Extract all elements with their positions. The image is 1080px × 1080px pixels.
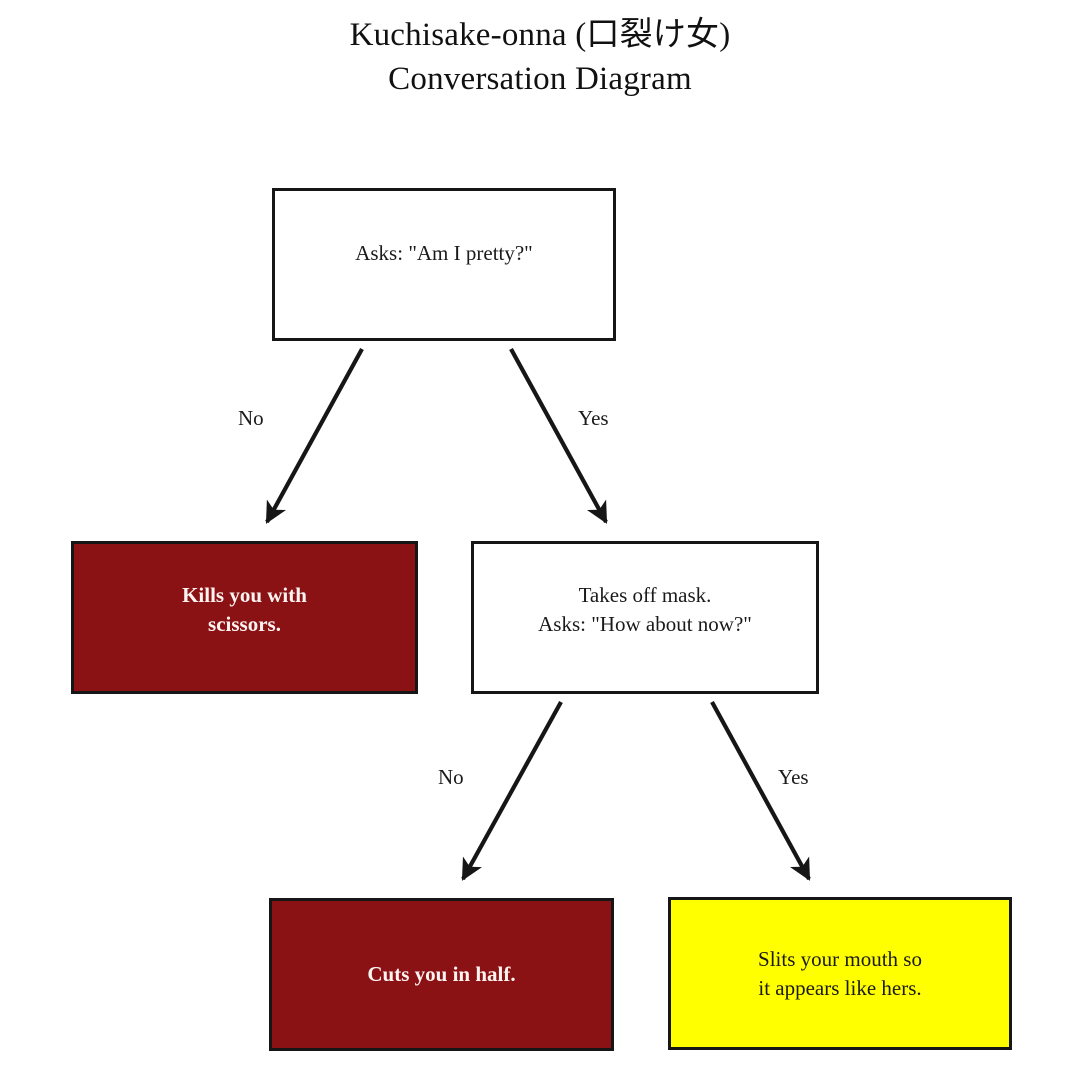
node-takes-off-mask[interactable]: Takes off mask. Asks: "How about now?" — [471, 541, 819, 694]
diagram-title-line-2: Conversation Diagram — [388, 60, 692, 97]
node-kills-you-with-scissors-label: Kills you with scissors. — [182, 583, 307, 636]
edge-q2-no — [461, 700, 563, 881]
node-asks-am-i-pretty-label: Asks: "Am I pretty?" — [355, 241, 533, 266]
node-cuts-you-in-half-label: Cuts you in half. — [367, 962, 516, 987]
diagram-title-line-1: Kuchisake-onna (口裂け女) — [349, 17, 731, 53]
node-slits-your-mouth-label: Slits your mouth so it appears like hers… — [758, 947, 922, 1000]
node-asks-am-i-pretty[interactable]: Asks: "Am I pretty?" — [272, 188, 616, 341]
edge-label-q1-no: No — [238, 406, 264, 430]
edge-q2-yes — [710, 700, 811, 881]
edge-q1-no — [265, 347, 364, 524]
edge-label-q2-no: No — [438, 765, 464, 789]
edge-q1-yes — [509, 347, 608, 524]
diagram-title: Kuchisake-onna (口裂け女) Conversation Diagr… — [0, 14, 1080, 101]
edge-label-q1-yes: Yes — [578, 406, 609, 430]
node-cuts-you-in-half[interactable]: Cuts you in half. — [269, 898, 614, 1051]
node-slits-your-mouth[interactable]: Slits your mouth so it appears like hers… — [668, 897, 1012, 1050]
node-takes-off-mask-label: Takes off mask. Asks: "How about now?" — [538, 583, 752, 636]
node-kills-you-with-scissors[interactable]: Kills you with scissors. — [71, 541, 418, 694]
edge-label-q2-yes: Yes — [778, 765, 809, 789]
